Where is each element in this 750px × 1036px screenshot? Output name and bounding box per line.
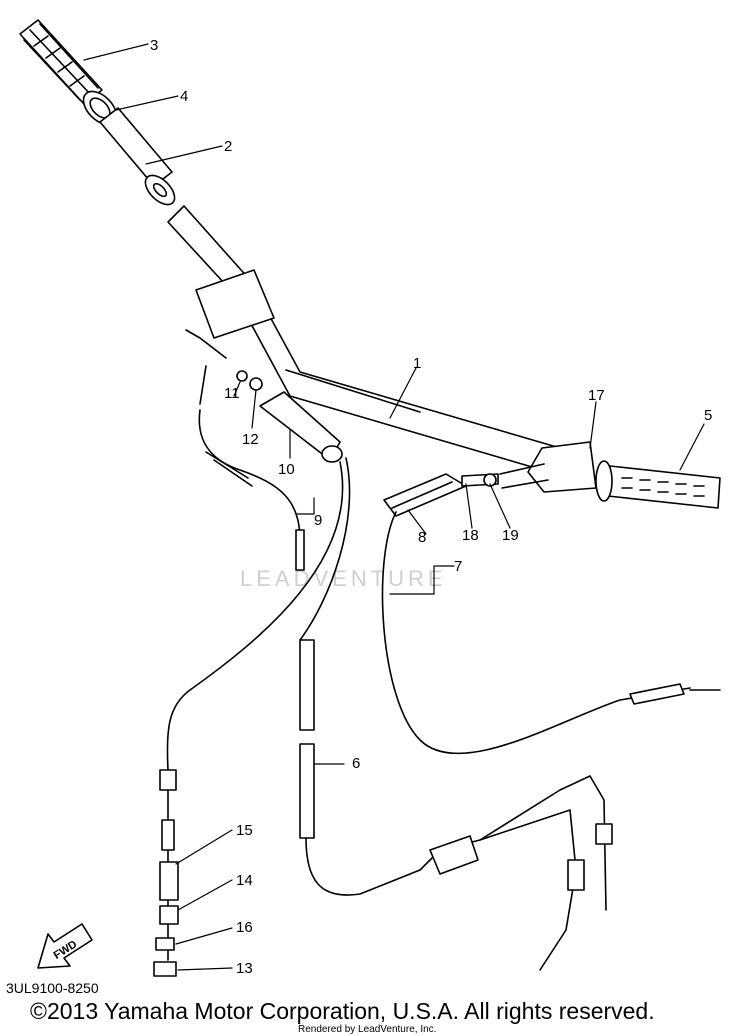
callout-11[interactable]: 11 bbox=[224, 385, 240, 402]
callout-7[interactable]: 7 bbox=[454, 558, 462, 575]
diagram-code: 3UL9100-8250 bbox=[6, 980, 99, 996]
cable-7[interactable] bbox=[381, 511, 721, 755]
callout-6[interactable]: 6 bbox=[352, 755, 360, 772]
clutch-lever[interactable] bbox=[259, 391, 343, 463]
brake-lever[interactable] bbox=[383, 473, 467, 517]
callout-10[interactable]: 10 bbox=[278, 461, 295, 478]
fwd-arrow bbox=[37, 923, 93, 969]
callout-3[interactable]: 3 bbox=[150, 37, 158, 54]
callout-15[interactable]: 15 bbox=[236, 822, 253, 839]
adjuster-bolt[interactable] bbox=[461, 473, 499, 487]
rendered-by-notice: Rendered by LeadVenture, Inc. bbox=[298, 1024, 437, 1035]
callout-12[interactable]: 12 bbox=[242, 431, 259, 448]
callout-4[interactable]: 4 bbox=[180, 88, 188, 105]
callout-1[interactable]: 1 bbox=[413, 355, 421, 372]
leader-lines bbox=[83, 43, 705, 971]
watermark: LEADVENTURE bbox=[240, 566, 447, 591]
throttle-cable-assembly[interactable] bbox=[419, 775, 613, 971]
right-grip[interactable] bbox=[595, 460, 721, 509]
callout-5[interactable]: 5 bbox=[704, 407, 712, 424]
callout-9[interactable]: 9 bbox=[314, 512, 322, 529]
callout-2[interactable]: 2 bbox=[224, 138, 232, 155]
throttle-housing[interactable] bbox=[499, 441, 597, 493]
cable-9[interactable] bbox=[198, 409, 305, 571]
copyright-notice: ©2013 Yamaha Motor Corporation, U.S.A. A… bbox=[30, 998, 655, 1024]
cable-6[interactable] bbox=[299, 457, 421, 896]
throttle-tube[interactable] bbox=[99, 107, 180, 210]
callout-19[interactable]: 19 bbox=[502, 527, 519, 544]
cable-15[interactable] bbox=[153, 461, 344, 977]
callout-8[interactable]: 8 bbox=[418, 529, 426, 546]
callout-18[interactable]: 18 bbox=[462, 527, 479, 544]
handlebar[interactable] bbox=[167, 205, 561, 475]
callout-16[interactable]: 16 bbox=[236, 919, 253, 936]
small-fasteners[interactable] bbox=[185, 329, 263, 405]
left-grip[interactable] bbox=[19, 19, 103, 105]
callout-14[interactable]: 14 bbox=[236, 872, 253, 889]
callout-13[interactable]: 13 bbox=[236, 960, 253, 977]
callout-17[interactable]: 17 bbox=[588, 387, 605, 404]
